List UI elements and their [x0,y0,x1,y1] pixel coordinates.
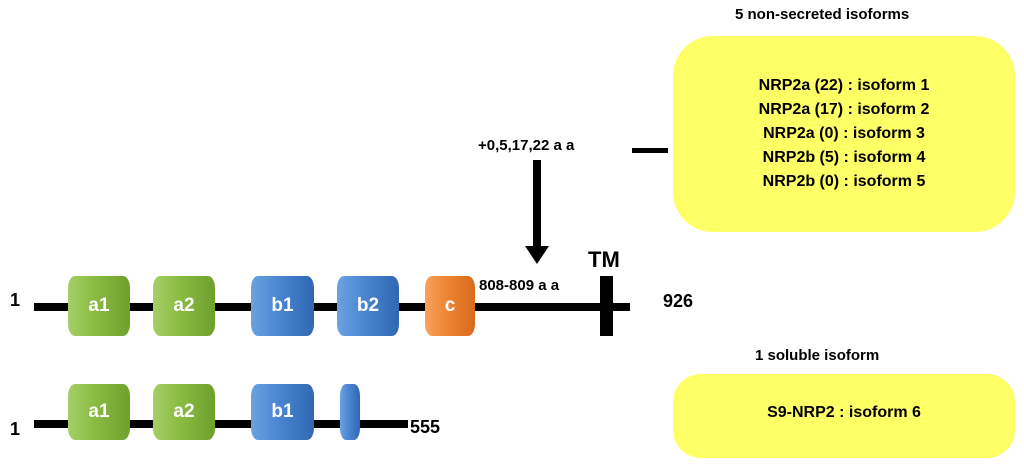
insertion-label: +0,5,17,22 a a [478,137,575,154]
soluble-end-label: 555 [410,417,441,437]
domain-c: c [425,276,475,336]
domain-b1: b1 [251,276,314,336]
tm-label: TM [588,247,620,272]
isoform-5: NRP2b (0) : isoform 5 [762,173,926,190]
soluble-list: S9-NRP2 : isoform 6 [673,401,1015,425]
isoform-3: NRP2a (0) : isoform 3 [763,125,925,142]
soluble-heading: 1 soluble isoform [755,347,880,364]
soluble-box: S9-NRP2 : isoform 6 [673,374,1015,458]
soluble-start-label: 1 [10,419,21,439]
isoform-6: S9-NRP2 : isoform 6 [767,404,921,421]
isoform-1: NRP2a (22) : isoform 1 [758,77,930,94]
isoform-2: NRP2a (17) : isoform 2 [758,101,930,118]
full-start-label: 1 [10,290,21,310]
isoform-4: NRP2b (5) : isoform 4 [762,149,926,166]
soluble-domain-b1: b1 [251,384,314,440]
non-secreted-list: NRP2a (22) : isoform 1 NRP2a (17) : isof… [673,74,1015,194]
full-end-label: 926 [663,291,694,311]
soluble-backbone [34,420,408,428]
connector-line [632,148,668,153]
domain-a2: a2 [153,276,215,336]
non-secreted-box: NRP2a (22) : isoform 1 NRP2a (17) : isof… [673,36,1015,232]
soluble-domain-b2-truncated [340,384,360,440]
tm-bar [600,276,613,336]
non-secreted-heading: 5 non-secreted isoforms [735,6,910,23]
splice-site-label: 808-809 a a [479,277,560,294]
domain-a1: a1 [68,276,130,336]
domain-b2: b2 [337,276,399,336]
full-backbone [34,303,630,311]
soluble-domain-a1: a1 [68,384,130,440]
arrow-down-icon [525,246,549,264]
soluble-domain-a2: a2 [153,384,215,440]
arrow-shaft [533,160,541,248]
